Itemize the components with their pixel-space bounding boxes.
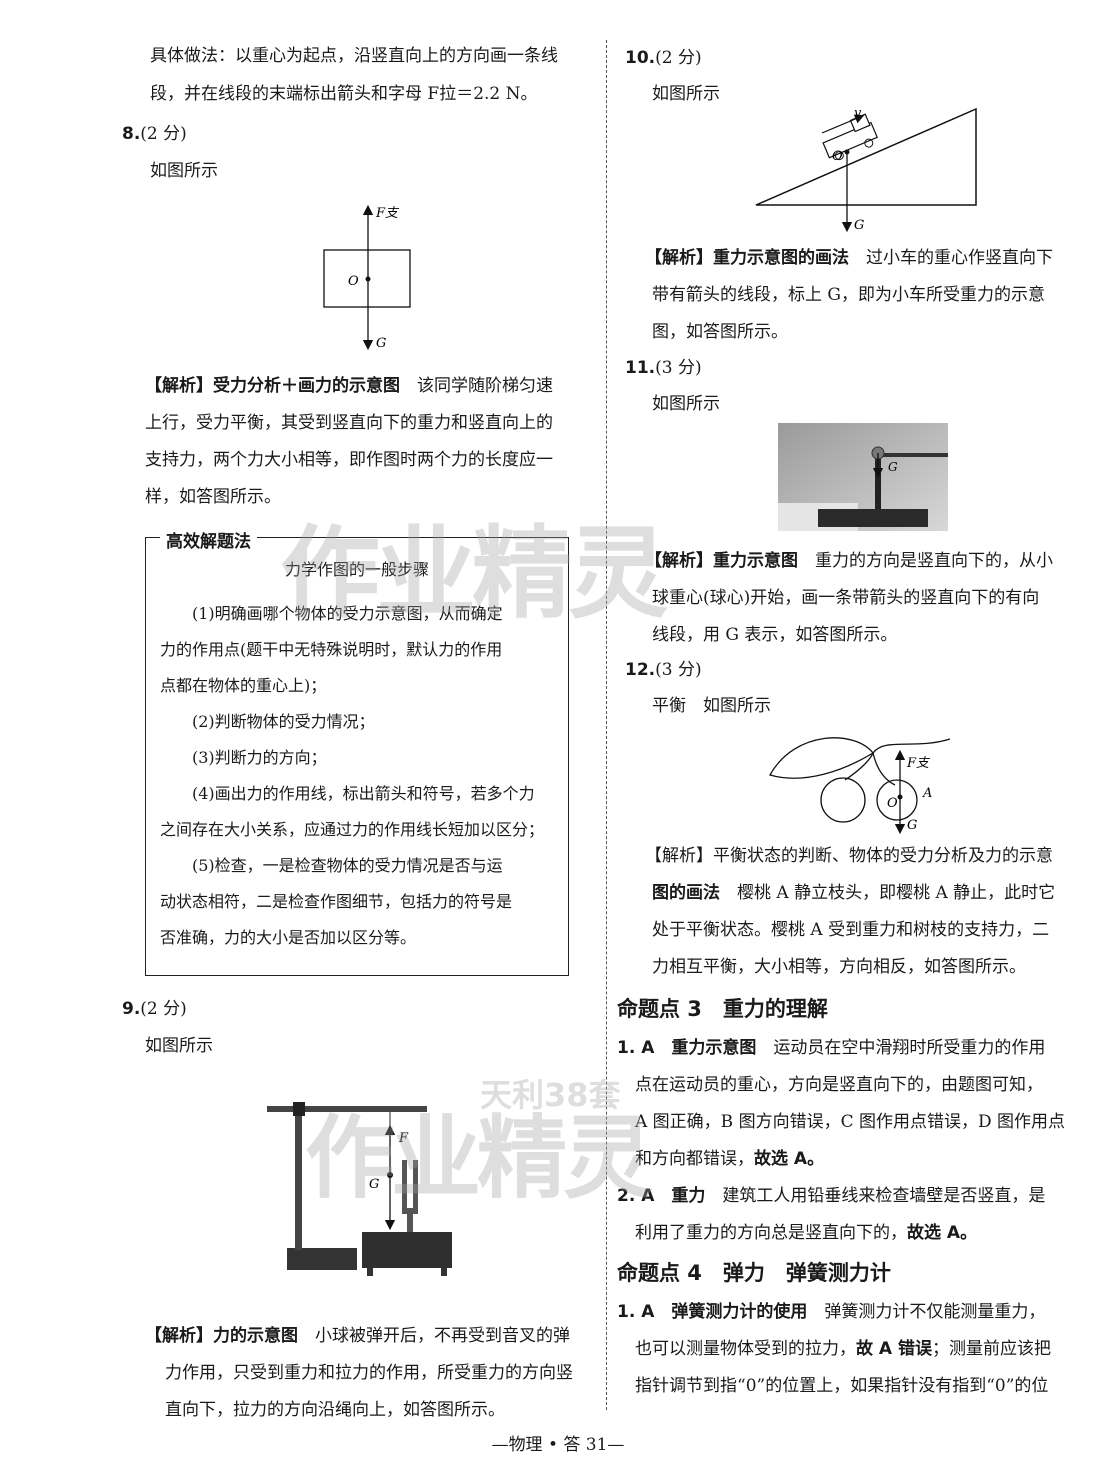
tip-line: 之间存在大小关系，应通过力的作用线长短加以区分； bbox=[160, 820, 545, 839]
q11-photo: G bbox=[778, 423, 948, 531]
intro-line-1: 具体做法：以重心为起点，沿竖直向上的方向画一条线 bbox=[150, 46, 558, 66]
q9-figure: F G bbox=[267, 1102, 452, 1276]
q12-score: (3 分) bbox=[655, 660, 702, 680]
q9-analysis-1: 【解析】力的示意图 小球被弹开后，不再受到音叉的弹 bbox=[145, 1326, 570, 1346]
q12-analysis-tag-2: 图的画法 bbox=[652, 883, 720, 903]
q11-analysis-tag: 【解析】重力示意图 bbox=[645, 551, 798, 571]
q12-analysis-2: 处于平衡状态。樱桃 A 受到重力和树枝的支持力，二 bbox=[652, 920, 1050, 940]
tip-line: 动状态相符，二是检查作图细节，包括力的符号是 bbox=[160, 892, 513, 911]
q10-analysis-2: 带有箭头的线段，标上 G，即为小车所受重力的示意 bbox=[652, 285, 1045, 305]
q12-answer: 平衡 如图所示 bbox=[652, 696, 771, 716]
q8-analysis-1: 【解析】受力分析＋画力的示意图 该同学随阶梯匀速 bbox=[145, 376, 553, 396]
q10-answer: 如图所示 bbox=[652, 84, 720, 104]
q12-a-label: A bbox=[922, 786, 932, 801]
q10-analysis-tag: 【解析】重力示意图的画法 bbox=[645, 248, 849, 268]
q11-analysis-3: 线段，用 G 表示，如答图所示。 bbox=[652, 625, 898, 645]
q10-analysis-1: 【解析】重力示意图的画法 过小车的重心作竖直向下 bbox=[645, 248, 1053, 268]
s4-q1-tag: 弹簧测力计的使用 bbox=[671, 1302, 808, 1322]
q8-header: 8.(2 分) bbox=[122, 116, 187, 152]
q12-number: 12. bbox=[625, 660, 656, 680]
q11-number: 11. bbox=[625, 358, 656, 378]
q8-analysis-2: 上行，受力平衡，其受到竖直向下的重力和竖直向上的 bbox=[145, 413, 553, 433]
s3-q2-tag: 重力 bbox=[671, 1186, 706, 1206]
q8-analysis-3: 支持力，两个力大小相等，即作图时两个力的长度应一 bbox=[145, 450, 553, 470]
column-divider bbox=[606, 40, 607, 1410]
tip-box bbox=[145, 537, 569, 976]
q8-score: (2 分) bbox=[140, 124, 187, 144]
q8-analysis-tag: 【解析】受力分析＋画力的示意图 bbox=[145, 376, 400, 396]
tip-line: 点都在物体的重心上)； bbox=[160, 676, 327, 695]
intro-line-2: 段，并在线段的末端标出箭头和字母 F拉＝2.2 N。 bbox=[150, 84, 538, 104]
q11-g-label: G bbox=[888, 460, 898, 474]
tip-line: (3)判断力的方向； bbox=[192, 748, 327, 767]
q8-number: 8. bbox=[122, 124, 141, 144]
q10-figure: v O G bbox=[755, 106, 977, 233]
q8-g-label: G bbox=[376, 336, 386, 351]
q8-analysis-4: 样，如答图所示。 bbox=[145, 487, 281, 507]
s3-q1-tag: 重力示意图 bbox=[671, 1038, 757, 1058]
q9-analysis-3: 直向下，拉力的方向沿绳向上，如答图所示。 bbox=[165, 1400, 505, 1420]
s3-q2-line-1: 2. A 重力 建筑工人用铅垂线来检查墙壁是否竖直，是 bbox=[617, 1186, 1046, 1206]
q12-analysis-tag: 【解析】平衡状态的判断、物体的受力分析及力的示意 bbox=[645, 846, 1053, 866]
q11-answer: 如图所示 bbox=[652, 394, 720, 414]
q8-f-label: F支 bbox=[375, 206, 400, 221]
s3-q2-line-2: 利用了重力的方向总是竖直向下的，故选 A。 bbox=[635, 1223, 978, 1243]
tip-line: (4)画出力的作用线，标出箭头和符号，若多个力 bbox=[192, 784, 535, 803]
q10-v-label: v bbox=[854, 106, 862, 121]
q10-g-label: G bbox=[854, 218, 864, 233]
q8-o-label: O bbox=[348, 274, 359, 289]
q9-number: 9. bbox=[122, 999, 141, 1019]
q10-o-label: O bbox=[832, 149, 843, 164]
watermark-3: 天利38套 bbox=[480, 1076, 621, 1114]
q9-f-label: F bbox=[398, 1131, 409, 1146]
s3-q1-line-3: A 图正确，B 图方向错误，C 图作用点错误，D 图作用点 bbox=[635, 1112, 1066, 1132]
s4-q1-number: 1. A bbox=[617, 1302, 655, 1322]
s4-q1-line-3: 指针调节到指“0”的位置上，如果指针没有指到“0”的位 bbox=[635, 1376, 1049, 1396]
q11-analysis-2: 球重心(球心)开始，画一条带箭头的竖直向下的有向 bbox=[652, 588, 1040, 608]
q12-header: 12.(3 分) bbox=[625, 652, 702, 688]
tip-line: (1)明确画哪个物体的受力示意图，从而确定 bbox=[192, 604, 503, 623]
s3-q1-number: 1. A bbox=[617, 1038, 655, 1058]
q11-score: (3 分) bbox=[655, 358, 702, 378]
s3-q1-line-1: 1. A 重力示意图 运动员在空中滑翔时所受重力的作用 bbox=[617, 1038, 1046, 1058]
s3-q2-number: 2. A bbox=[617, 1186, 655, 1206]
q10-header: 10.(2 分) bbox=[625, 40, 702, 76]
tip-line: 否准确，力的大小是否加以区分等。 bbox=[160, 928, 417, 947]
s3-q1-line-2: 点在运动员的重心，方向是竖直向下的，由题图可知， bbox=[635, 1075, 1043, 1095]
q10-analysis-3: 图，如答图所示。 bbox=[652, 322, 788, 342]
q11-header: 11.(3 分) bbox=[625, 350, 702, 386]
q10-score: (2 分) bbox=[655, 48, 702, 68]
tip-line: (5)检查，一是检查物体的受力情况是否与运 bbox=[192, 856, 503, 875]
q8-answer: 如图所示 bbox=[150, 161, 218, 181]
page-footer: —物理 • 答 31— bbox=[491, 1435, 625, 1455]
q12-f-label: F支 bbox=[906, 756, 931, 771]
tip-title: 力学作图的一般步骤 bbox=[284, 560, 429, 579]
q8-figure: F支 O G bbox=[323, 204, 411, 351]
tip-body: (1)明确画哪个物体的受力示意图，从而确定 力的作用点(题干中无特殊说明时，默认… bbox=[160, 596, 560, 956]
q12-analysis-1: 图的画法 樱桃 A 静立枝头，即樱桃 A 静止，此时它 bbox=[652, 883, 1056, 903]
section-4-title: 命题点 4 弹力 弹簧测力计 bbox=[617, 1261, 891, 1285]
q12-o-label: O bbox=[887, 796, 898, 811]
q12-figure: F支 O A G bbox=[769, 737, 951, 835]
q12-g-label: G bbox=[907, 818, 917, 833]
tip-line: (2)判断物体的受力情况； bbox=[192, 712, 375, 731]
q9-score: (2 分) bbox=[140, 999, 187, 1019]
q9-answer: 如图所示 bbox=[145, 1036, 213, 1056]
s4-q1-line-1: 1. A 弹簧测力计的使用 弹簧测力计不仅能测量重力， bbox=[617, 1302, 1046, 1322]
q10-number: 10. bbox=[625, 48, 656, 68]
s3-q1-line-4: 和方向都错误，故选 A。 bbox=[635, 1149, 825, 1169]
s4-q1-line-2: 也可以测量物体受到的拉力，故 A 错误；测量前应该把 bbox=[635, 1339, 1051, 1359]
q9-analysis-2: 力作用，只受到重力和拉力的作用，所受重力的方向竖 bbox=[165, 1363, 573, 1383]
q9-header: 9.(2 分) bbox=[122, 991, 187, 1027]
q11-analysis-1: 【解析】重力示意图 重力的方向是竖直向下的，从小 bbox=[645, 551, 1053, 571]
tip-heading: 高效解题法 bbox=[160, 527, 257, 552]
section-3-title: 命题点 3 重力的理解 bbox=[617, 997, 828, 1021]
q12-analysis-3: 力相互平衡，大小相等，方向相反，如答图所示。 bbox=[652, 957, 1026, 977]
q9-g-label: G bbox=[369, 1177, 379, 1192]
tip-line: 力的作用点(题干中无特殊说明时，默认力的作用 bbox=[160, 640, 503, 659]
q9-analysis-tag: 【解析】力的示意图 bbox=[145, 1326, 298, 1346]
